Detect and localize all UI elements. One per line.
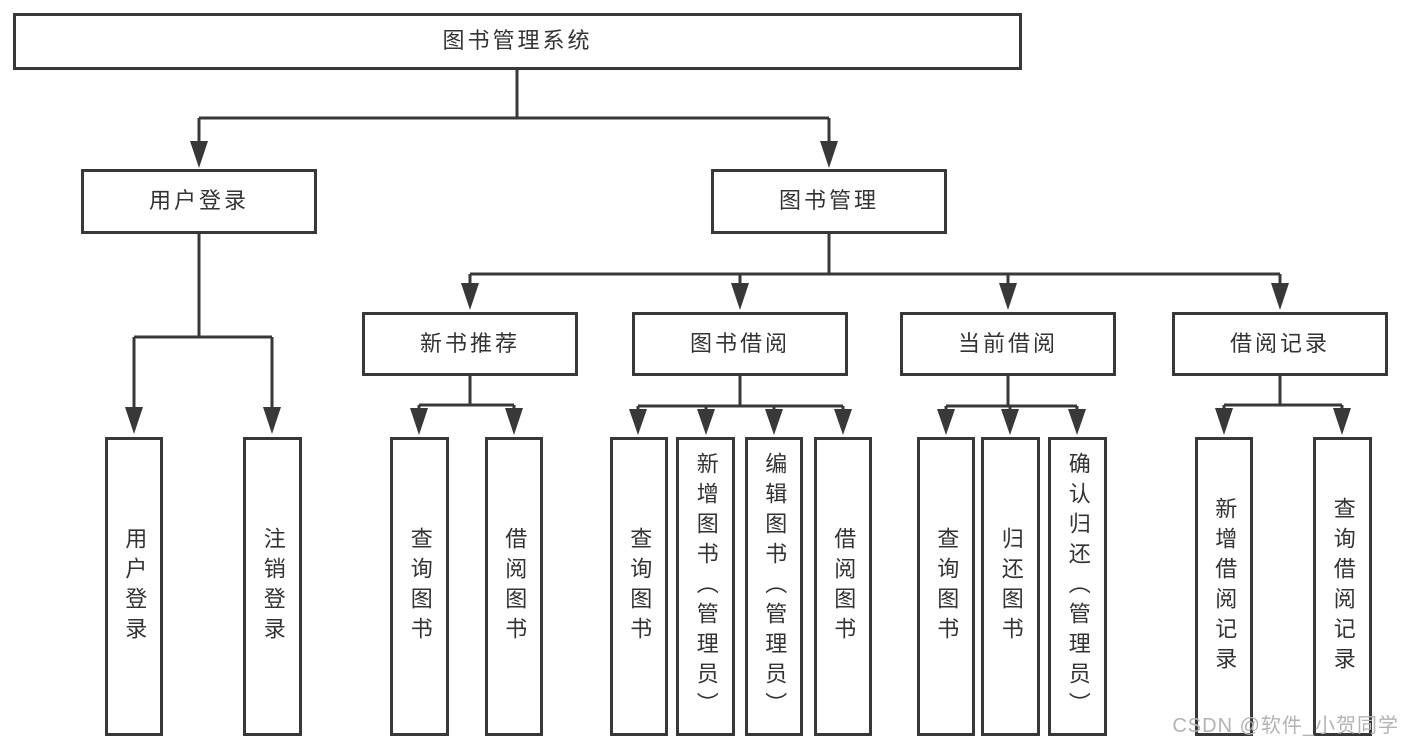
node-leaf-edit-book-admin: 编辑图书（管理员） bbox=[745, 437, 803, 736]
node-leaf-return-book-label: 归还图书 bbox=[998, 526, 1024, 647]
node-leaf-logout: 注销登录 bbox=[243, 437, 302, 736]
node-leaf-add-borrow-record: 新增借阅记录 bbox=[1195, 437, 1253, 736]
node-leaf-add-borrow-record-label: 新增借阅记录 bbox=[1212, 496, 1238, 677]
node-leaf-query-book-3: 查询图书 bbox=[917, 437, 975, 736]
csdn-watermark: CSDN @软件_小贺同学 bbox=[1172, 715, 1399, 737]
node-user-login: 用户登录 bbox=[81, 169, 317, 234]
node-leaf-query-book-1: 查询图书 bbox=[390, 437, 449, 736]
node-root: 图书管理系统 bbox=[13, 13, 1022, 70]
node-book-borrow-label: 图书借阅 bbox=[689, 330, 790, 356]
node-book-borrow: 图书借阅 bbox=[632, 312, 848, 376]
node-leaf-borrow-book-1-label: 借阅图书 bbox=[502, 526, 528, 647]
node-leaf-user-login-label: 用户登录 bbox=[122, 526, 148, 647]
node-user-login-label: 用户登录 bbox=[148, 188, 249, 214]
node-new-book-recommend: 新书推荐 bbox=[362, 312, 578, 376]
node-leaf-query-book-2: 查询图书 bbox=[610, 437, 668, 736]
node-leaf-query-book-3-label: 查询图书 bbox=[934, 526, 960, 647]
node-leaf-return-book: 归还图书 bbox=[981, 437, 1040, 736]
node-borrow-records: 借阅记录 bbox=[1172, 312, 1388, 376]
node-leaf-query-borrow-record-label: 查询借阅记录 bbox=[1330, 496, 1356, 677]
node-leaf-query-borrow-record: 查询借阅记录 bbox=[1313, 437, 1372, 736]
node-leaf-borrow-book-2-label: 借阅图书 bbox=[831, 526, 857, 647]
node-book-management-label: 图书管理 bbox=[778, 188, 879, 214]
node-leaf-borrow-book-2: 借阅图书 bbox=[814, 437, 872, 736]
node-leaf-query-book-2-label: 查询图书 bbox=[627, 526, 653, 647]
node-root-label: 图书管理系统 bbox=[442, 28, 593, 54]
node-leaf-add-book-admin-label: 新增图书（管理员） bbox=[693, 451, 719, 722]
node-new-book-recommend-label: 新书推荐 bbox=[419, 330, 520, 356]
node-leaf-add-book-admin: 新增图书（管理员） bbox=[676, 437, 735, 736]
node-leaf-confirm-return-admin: 确认归还（管理员） bbox=[1048, 437, 1107, 736]
node-leaf-borrow-book-1: 借阅图书 bbox=[485, 437, 543, 736]
node-leaf-edit-book-admin-label: 编辑图书（管理员） bbox=[762, 451, 788, 722]
node-current-borrow-label: 当前借阅 bbox=[957, 330, 1058, 356]
node-leaf-query-book-1-label: 查询图书 bbox=[407, 526, 433, 647]
node-book-management: 图书管理 bbox=[711, 169, 947, 234]
node-leaf-confirm-return-admin-label: 确认归还（管理员） bbox=[1065, 451, 1091, 722]
node-leaf-logout-label: 注销登录 bbox=[260, 526, 286, 647]
node-leaf-user-login: 用户登录 bbox=[105, 437, 163, 736]
node-borrow-records-label: 借阅记录 bbox=[1229, 330, 1330, 356]
node-current-borrow: 当前借阅 bbox=[900, 312, 1116, 376]
